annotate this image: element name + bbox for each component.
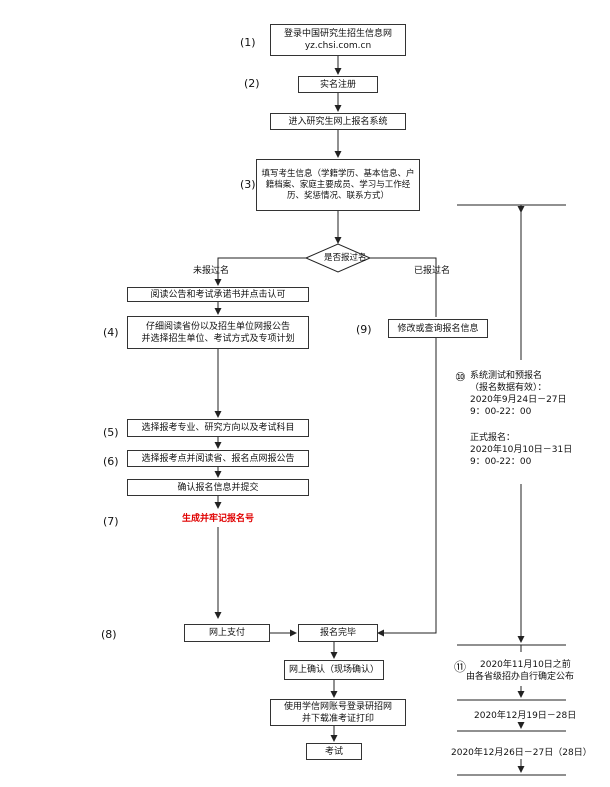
box-read-announcement: 阅读公告和考试承诺书并点击认可 [127,287,309,302]
schedule-exam: 2020年12月26日－27日（28日） [451,748,592,758]
box-online-payment: 网上支付 [184,624,270,642]
step-number-2: (2) [244,77,260,90]
box-online-confirm: 网上确认（现场确认） [284,660,384,680]
box-real-name-register: 实名注册 [298,76,378,93]
box-select-unit: 仔细阅读省份以及招生单位网报公告 并选择招生单位、考试方式及专项计划 [127,316,309,349]
step-number-4: (4) [103,326,119,339]
step-number-11: ⑪ [454,660,467,674]
box-select-major: 选择报考专业、研究方向以及考试科目 [127,419,309,437]
box-login-site: 登录中国研究生招生信息网 yz.chsi.com.cn [270,24,406,56]
box-download-admission: 使用学信网账号登录研招网 并下载准考证打印 [270,699,406,726]
schedule-print: 2020年12月19日－28日 [474,711,577,721]
box-select-exam-site: 选择报考点并阅读省、报名点网报公告 [127,450,309,467]
step-number-8: (8) [101,628,117,641]
box-registration-done: 报名完毕 [298,624,378,642]
branch-label-not-registered: 未报过名 [193,266,230,276]
step-number-5: (5) [103,426,119,439]
box-fill-info: 填写考生信息（学籍学历、基本信息、户籍档案、家庭主要成员、学习与工作经历、奖惩情… [256,159,420,211]
step-number-3: (3) [240,178,256,191]
box-confirm-submit: 确认报名信息并提交 [127,479,309,496]
step-number-10: ⑩ [455,370,466,384]
schedule-formal-registration: 正式报名： 2020年10月10日－31日 9：00-22：00 [470,433,573,467]
schedule-confirm-deadline: 2020年11月10日之前 [480,660,571,670]
step-number-1: (1) [240,36,256,49]
branch-label-registered: 已报过名 [414,266,451,276]
box-modify-query: 修改或查询报名信息 [388,319,488,338]
step-number-6: (6) [103,455,119,468]
schedule-pre-registration: 系统测试和预报名 （报名数据有效）： 2020年9月24日－27日 9：00-2… [470,371,567,417]
box-generate-number: 生成并牢记报名号 [145,510,291,527]
decision-registered-before: 是否报过名 [324,253,367,263]
box-exam: 考试 [306,743,362,760]
step-number-9: (9) [356,323,372,336]
step-number-7: (7) [103,515,119,528]
box-enter-system: 进入研究生网上报名系统 [270,113,406,130]
schedule-confirm-note: 由各省级招办自行确定公布 [466,672,575,682]
